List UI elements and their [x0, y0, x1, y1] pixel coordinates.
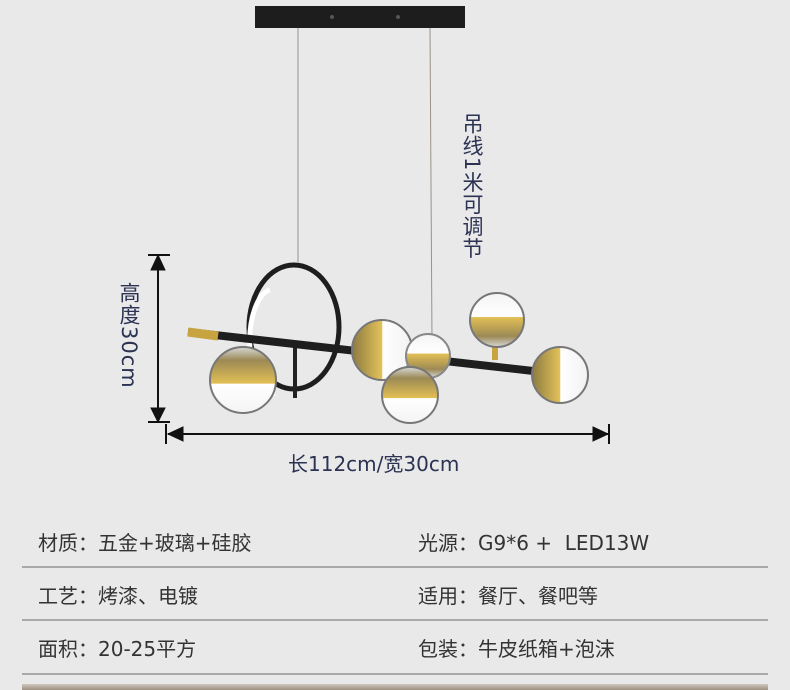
divider	[22, 566, 768, 568]
spec-light-source: 光源：G9*6 + LED13W	[418, 531, 650, 555]
ceiling-canopy	[255, 6, 465, 28]
divider	[22, 673, 768, 675]
size-label: 长112cm/宽30cm	[288, 452, 460, 476]
width-dimension-arrow	[165, 424, 610, 444]
glass-globes	[209, 292, 589, 424]
spec-craft: 工艺：烤漆、电镀	[38, 584, 198, 608]
spec-area: 面积：20-25平方	[38, 637, 197, 661]
height-label: 高度30cm	[117, 282, 141, 389]
spec-material: 材质：五金+玻璃+硅胶	[38, 531, 252, 555]
spec-packaging: 包装：牛皮纸箱+泡沫	[418, 637, 615, 661]
spec-usage: 适用：餐厅、餐吧等	[418, 584, 598, 608]
suspension-wire	[429, 27, 433, 341]
cable-length-note: 吊线1米可调节	[460, 113, 484, 260]
height-dimension-arrow	[148, 253, 170, 424]
bottom-edge	[22, 684, 768, 690]
divider	[22, 619, 768, 621]
